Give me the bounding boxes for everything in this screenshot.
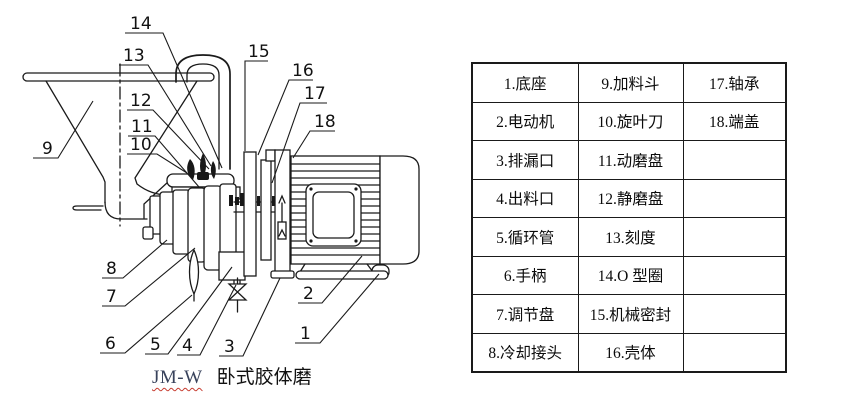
parts-table-cell	[682, 140, 787, 180]
svg-text:13: 13	[123, 46, 145, 66]
parts-table-cell: 18.端盖	[682, 101, 787, 141]
svg-text:4: 4	[182, 336, 193, 356]
model-code: JM-W	[152, 367, 203, 388]
parts-table-cell: 17.轴承	[682, 62, 787, 103]
parts-table-cell: 2.电动机	[471, 101, 579, 141]
table-row: 1.底座 9.加料斗 17.轴承	[471, 62, 787, 103]
motor-base	[295, 263, 390, 280]
table-row: 4.出料口 12.静磨盘	[471, 178, 787, 218]
parts-table-cell: 16.壳体	[577, 332, 684, 373]
parts-legend-table: 1.底座 9.加料斗 17.轴承 2.电动机 10.旋叶刀 18.端盖 3.排漏…	[471, 62, 787, 373]
callout-5: 5	[145, 266, 233, 355]
electric-motor	[290, 155, 420, 265]
svg-text:14: 14	[130, 14, 152, 34]
callout-3: 3	[219, 277, 281, 357]
callout-2: 2	[298, 255, 363, 304]
svg-text:11: 11	[131, 117, 153, 137]
callout-9: 9	[33, 100, 94, 159]
parts-table-cell: 15.机械密封	[577, 294, 684, 334]
parts-table-cell	[682, 255, 787, 295]
parts-table-cell: 4.出料口	[471, 178, 579, 218]
svg-text:2: 2	[303, 284, 314, 304]
parts-table-cell: 12.静磨盘	[577, 178, 684, 218]
mill-head-casing	[142, 173, 246, 281]
terminal-box-plate	[305, 183, 362, 247]
svg-text:17: 17	[304, 84, 326, 104]
flange-plates	[243, 149, 295, 279]
parts-table-cell	[682, 178, 787, 218]
callout-6: 6	[100, 294, 193, 354]
parts-table-cell: 1.底座	[471, 62, 579, 103]
motor-end-cover	[379, 155, 420, 265]
callout-18: 18	[292, 112, 336, 159]
parts-table-cell: 3.排漏口	[471, 140, 579, 180]
colloid-mill-diagram: 14 13 12 11 10 9 15 16 17 18 8 7 6 5 4 3…	[22, 14, 420, 357]
flow-arrow-icon	[277, 194, 287, 240]
table-row: 6.手柄 14.O 型圈	[471, 255, 787, 295]
parts-table-cell: 14.O 型圈	[577, 255, 684, 295]
svg-text:16: 16	[292, 61, 314, 81]
callout-8: 8	[102, 239, 168, 279]
callout-7: 7	[102, 247, 196, 307]
parts-table-cell: 6.手柄	[471, 255, 579, 295]
svg-text:15: 15	[248, 42, 270, 62]
parts-table-cell: 5.循环管	[471, 217, 579, 257]
parts-table-cell: 7.调节盘	[471, 294, 579, 334]
callout-14: 14	[125, 14, 223, 169]
svg-text:7: 7	[106, 287, 117, 307]
parts-table-cell: 8.冷却接头	[471, 332, 579, 373]
svg-text:3: 3	[224, 337, 235, 357]
hand-lever	[188, 248, 200, 302]
callout-16: 16	[257, 61, 314, 156]
parts-table-cell: 10.旋叶刀	[577, 101, 684, 141]
parts-table-cell	[682, 217, 787, 257]
callouts: 14 13 12 11 10 9 15 16 17 18 8 7 6 5 4 3…	[33, 14, 380, 357]
table-row: 8.冷却接头 16.壳体	[471, 332, 787, 373]
circulation-pipe-arch	[175, 54, 231, 170]
callout-4: 4	[177, 284, 237, 356]
callout-17: 17	[271, 84, 327, 184]
table-row: 2.电动机 10.旋叶刀 18.端盖	[471, 101, 787, 141]
mechanical-seal	[229, 193, 275, 206]
svg-text:8: 8	[106, 259, 117, 279]
parts-table-cell	[682, 294, 787, 334]
drain-valve-icon	[227, 277, 248, 313]
svg-text:5: 5	[150, 335, 161, 355]
svg-text:12: 12	[130, 91, 152, 111]
callout-13: 13	[119, 46, 212, 167]
table-row: 5.循环管 13.刻度	[471, 217, 787, 257]
machine-name: 卧式胶体磨	[216, 367, 312, 388]
svg-text:1: 1	[300, 324, 311, 344]
callout-1: 1	[295, 273, 380, 344]
svg-text:9: 9	[42, 139, 53, 159]
svg-text:10: 10	[130, 135, 152, 155]
callout-10: 10	[127, 135, 188, 174]
svg-text:18: 18	[314, 112, 336, 132]
parts-table-cell: 9.加料斗	[577, 62, 684, 103]
svg-text:6: 6	[105, 334, 116, 354]
cooling-connector	[142, 226, 154, 240]
parts-table-cell: 11.动磨盘	[577, 140, 684, 180]
diagram-caption: JM-W 卧式胶体磨	[152, 362, 312, 389]
table-row: 3.排漏口 11.动磨盘	[471, 140, 787, 180]
parts-table-cell	[682, 332, 787, 373]
feed-hopper	[22, 72, 215, 220]
callout-15: 15	[244, 42, 270, 151]
callout-12: 12	[127, 91, 210, 170]
table-row: 7.调节盘 15.机械密封	[471, 294, 787, 334]
callout-11: 11	[128, 117, 200, 188]
parts-table-cell: 13.刻度	[577, 217, 684, 257]
